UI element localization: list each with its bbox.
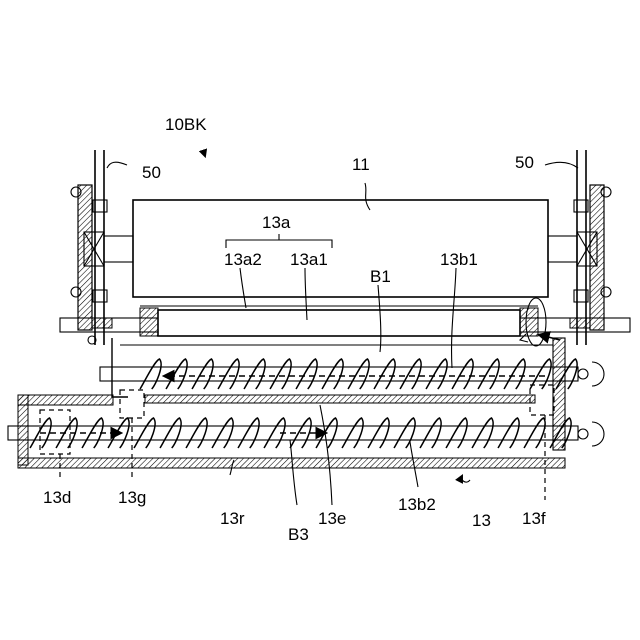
lower-chamber-13r	[8, 395, 604, 468]
label-13: 13	[472, 511, 491, 530]
label-roller-11: 11	[352, 155, 370, 174]
screw-blade	[186, 418, 207, 448]
left-frame	[71, 150, 112, 345]
screw-blade	[478, 359, 499, 389]
flow-arrows	[40, 335, 560, 433]
label-13a2: 13a2	[224, 250, 262, 269]
screw-blade	[270, 359, 291, 389]
screw-blade	[374, 359, 395, 389]
label-b3: B3	[288, 525, 309, 544]
screw-blade	[166, 359, 187, 389]
screw-blade	[524, 418, 545, 448]
screw-blade	[426, 359, 447, 389]
partition-13e	[145, 395, 535, 403]
label-frame-right-50: 50	[515, 153, 534, 172]
screw-blade	[368, 418, 389, 448]
screw-blade	[348, 359, 369, 389]
screw-blade	[452, 359, 473, 389]
opening-13g	[120, 390, 144, 418]
screw-blade	[472, 418, 493, 448]
screw-blade	[446, 418, 467, 448]
developing-roller-11	[84, 200, 597, 297]
label-b1: B1	[370, 267, 391, 286]
screw-blade	[134, 418, 155, 448]
label-13f: 13f	[522, 509, 546, 528]
upper-screw-blades	[140, 359, 577, 389]
label-frame-left-50: 50	[142, 163, 161, 182]
label-13e: 13e	[318, 509, 346, 528]
screw-blade	[192, 359, 213, 389]
screw-blade	[400, 359, 421, 389]
label-13a: 13a	[262, 213, 291, 232]
screw-blade	[342, 418, 363, 448]
screw-blade	[504, 359, 525, 389]
label-13d: 13d	[43, 488, 71, 507]
label-13r: 13r	[220, 509, 245, 528]
screw-blade	[244, 359, 265, 389]
screw-blade	[498, 418, 519, 448]
screw-blade	[140, 359, 161, 389]
label-13b1: 13b1	[440, 250, 478, 269]
screw-blade	[322, 359, 343, 389]
upper-chamber	[100, 338, 604, 450]
screw-blade	[160, 418, 181, 448]
screw-blade	[212, 418, 233, 448]
label-13b2: 13b2	[398, 495, 436, 514]
screw-blade	[218, 359, 239, 389]
right-frame	[570, 150, 611, 345]
screw-blade	[394, 418, 415, 448]
label-13a1: 13a1	[290, 250, 328, 269]
supply-roller-13a	[60, 298, 630, 346]
label-10bk: 10BK	[165, 115, 207, 134]
label-13g: 13g	[118, 488, 146, 507]
screw-blade	[420, 418, 441, 448]
screw-blade	[238, 418, 259, 448]
screw-blade	[296, 359, 317, 389]
